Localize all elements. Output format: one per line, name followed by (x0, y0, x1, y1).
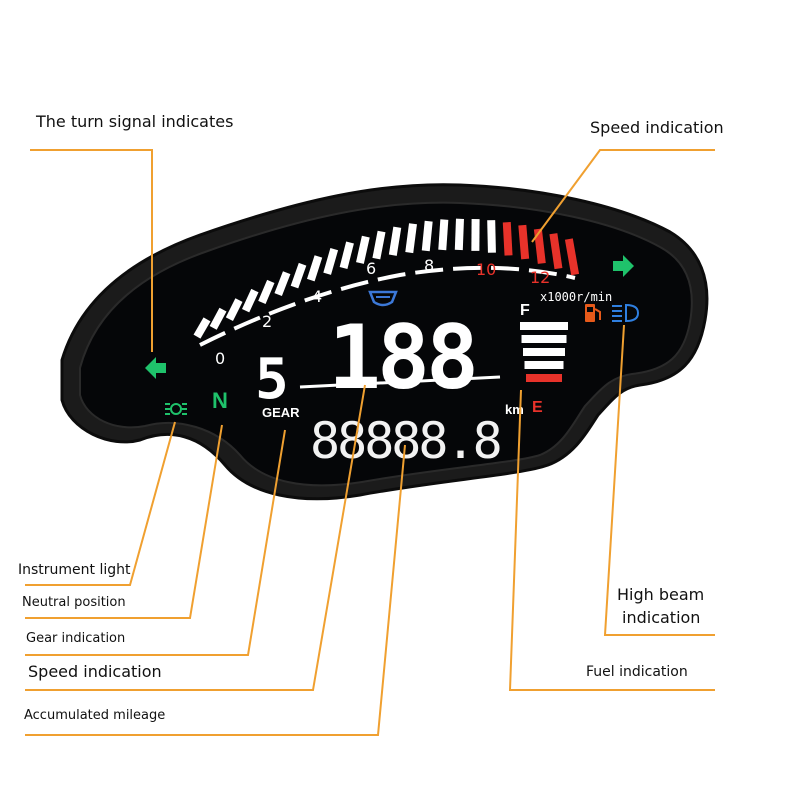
rpm-bar-segment (209, 307, 227, 330)
rpm-bar-segment (438, 219, 449, 251)
rpm-tick-label: 12 (530, 268, 550, 287)
leader-fuel (508, 389, 715, 691)
gear-digit: 5 (255, 347, 289, 412)
leader-high-beam (603, 324, 715, 636)
rpm-tick-label: 6 (366, 259, 376, 278)
callout-leaders (25, 149, 715, 736)
callout-speed-top: Speed indication (590, 118, 724, 137)
fuel-pump-icon (585, 304, 601, 322)
fuel-bar-segment (524, 361, 564, 369)
leader-instrument-light (25, 421, 176, 586)
callout-turn-signal: The turn signal indicates (36, 112, 234, 131)
fuel-bar-segment (520, 322, 568, 330)
fuel-empty-label: E (532, 399, 543, 416)
odometer-digits: 88888.8 (310, 412, 500, 470)
rpm-tick-label: 10 (476, 260, 496, 279)
high-beam-icon (612, 303, 640, 323)
leader-neutral (25, 424, 223, 619)
callout-high-beam-line2: indication (622, 608, 701, 627)
rpm-bar-segment (306, 255, 323, 282)
callout-neutral-position: Neutral position (22, 595, 126, 610)
rpm-bar-segment (258, 279, 275, 304)
leader-mileage (25, 444, 406, 736)
odometer-unit: km (505, 402, 524, 417)
rpm-tick-label: 8 (424, 256, 434, 275)
fuel-bar-segment (523, 348, 565, 356)
rpm-bar-segment (533, 228, 546, 264)
rpm-bar-segment (274, 271, 291, 296)
callout-accumulated-mileage: Accumulated mileage (24, 708, 166, 723)
gear-label: GEAR (262, 405, 300, 420)
rpm-bar-segment (564, 238, 580, 276)
fuel-gauge (520, 322, 568, 382)
rpm-tick-label: 4 (312, 287, 322, 306)
callout-fuel-indication: Fuel indication (586, 664, 688, 680)
rpm-bar-segment (290, 262, 307, 289)
rpm-bar-segment (549, 233, 563, 270)
rpm-bar-segment (388, 226, 402, 256)
leader-turn-signal (30, 149, 153, 352)
rpm-bar-segment (471, 219, 480, 251)
speed-digits: 188 (328, 306, 475, 409)
callout-speed-bottom: Speed indication (28, 662, 162, 681)
leader-gear (25, 429, 286, 656)
right-turn-signal-icon (613, 255, 634, 277)
fuel-bar-segment (526, 374, 562, 382)
brand-logo-icon (368, 290, 398, 307)
callout-instrument-light: Instrument light (18, 562, 131, 578)
rpm-bar-segment (487, 220, 496, 253)
leader-speed-top (531, 149, 715, 243)
fuel-full-label: F (520, 302, 530, 319)
fuel-bar-segment (521, 335, 567, 343)
leader-speed-bottom (25, 384, 366, 691)
rpm-tick-label: 2 (262, 312, 272, 331)
callout-high-beam-line1: High beam (617, 585, 705, 604)
rpm-bar-segment (372, 230, 386, 260)
rpm-bar-segment (454, 218, 464, 251)
rpm-bar-graph (193, 218, 580, 339)
rpm-unit: x1000r/min (540, 290, 612, 304)
speed-underline (299, 375, 501, 389)
neutral-indicator: N (212, 388, 228, 413)
rpm-bar-segment (502, 222, 513, 256)
rpm-bar-segment (242, 288, 259, 313)
rpm-bar-segment (225, 298, 243, 321)
rpm-tick-label: 0 (215, 349, 225, 368)
rpm-bar-segment (356, 235, 370, 264)
rpm-bar-segment (339, 241, 354, 269)
rpm-arc-line (199, 265, 576, 347)
callout-gear-indication: Gear indication (26, 631, 126, 646)
rpm-bar-segment (323, 248, 339, 275)
rpm-bar-segment (518, 224, 530, 260)
instrument-light-icon (165, 403, 187, 415)
rpm-bar-segment (421, 220, 433, 252)
rpm-bar-segment (193, 317, 211, 339)
rpm-bar-segment (405, 223, 417, 254)
left-turn-signal-icon (145, 357, 166, 379)
